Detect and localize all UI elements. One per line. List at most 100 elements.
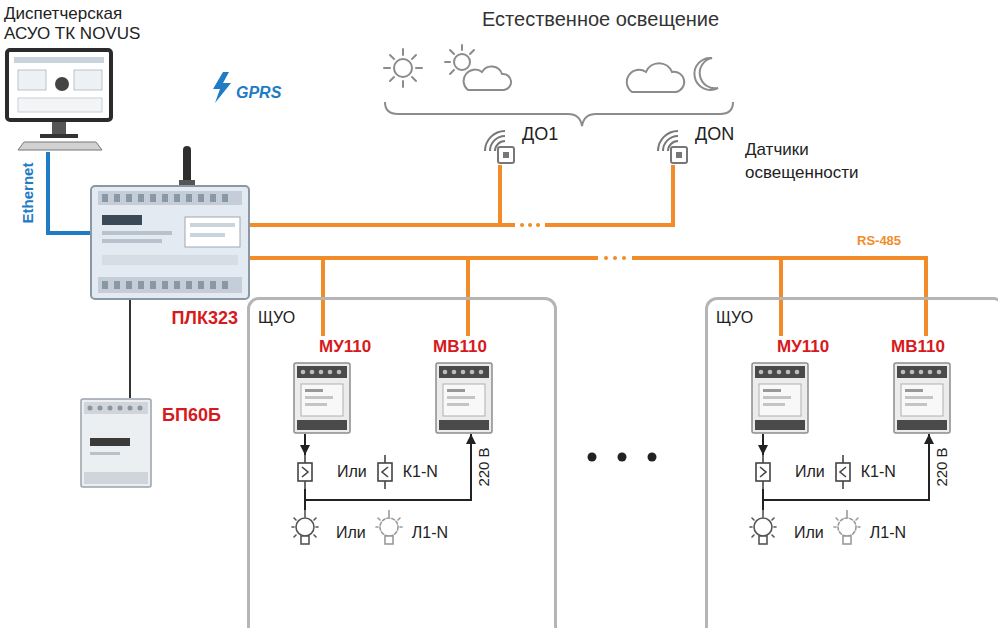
plc-device — [162, 194, 168, 202]
lamp-symbol — [754, 518, 772, 536]
io-module-device — [910, 370, 915, 375]
or-label: Или — [336, 523, 366, 543]
dispatch-workstation: Диспетчерская АСУО ТК NOVUS — [4, 4, 154, 152]
brace — [385, 102, 733, 126]
sun-icon — [394, 59, 412, 77]
io-module-device — [297, 420, 347, 430]
lamp-symbol — [400, 526, 402, 528]
lamp-symbol — [832, 510, 862, 556]
power-supply-device — [90, 452, 120, 455]
lamp-symbol — [314, 518, 316, 520]
io-module-device — [752, 363, 808, 433]
plc-device — [102, 239, 162, 243]
lamp-symbol — [296, 518, 314, 536]
lamp-symbol — [290, 510, 320, 556]
lamp-symbol — [376, 510, 402, 544]
or-label: Или — [794, 523, 824, 543]
relay-symbol — [842, 481, 844, 489]
io-module-device — [328, 370, 333, 375]
io-module-device — [755, 420, 805, 430]
io-module-device — [447, 403, 469, 406]
sun-cloud-icon — [454, 54, 470, 70]
relay-symbol — [762, 481, 764, 489]
or-label: Или — [337, 462, 367, 482]
relay-symbol — [762, 455, 764, 463]
sun-icon — [390, 55, 394, 59]
sun-icon — [402, 81, 404, 87]
lamp-symbol — [374, 510, 404, 556]
plc-device — [91, 186, 249, 299]
lamp-label: Л1-N — [870, 523, 906, 543]
plc-device — [90, 185, 250, 300]
input-module: МВ110 — [891, 336, 951, 434]
lamp-symbol — [292, 526, 294, 528]
io-module-device — [297, 366, 347, 378]
relay-symbol — [304, 481, 306, 489]
panel-label: ЩУО — [716, 308, 753, 328]
io-module-device — [905, 389, 923, 392]
sun-icon — [412, 55, 416, 59]
plc-device — [190, 223, 235, 227]
sensor-icon — [655, 127, 691, 165]
input-module: МВ110 — [433, 336, 493, 434]
plc-device — [222, 194, 228, 202]
lamp-symbol — [380, 518, 398, 536]
io-module-device — [937, 370, 942, 375]
edge-label: 220 В — [475, 447, 493, 486]
lamp-symbol — [774, 526, 776, 528]
sun-icon — [402, 49, 404, 55]
connector — [48, 152, 90, 233]
lamp-label: Л1-N — [412, 523, 448, 543]
io-module-device — [751, 362, 809, 434]
lamp-symbol — [388, 510, 390, 517]
output-module: МУ110 — [293, 336, 371, 434]
io-module-device — [901, 384, 943, 416]
sensor-icon — [482, 127, 518, 165]
bus-line — [250, 165, 673, 225]
plc-device — [102, 194, 108, 202]
plc-device — [186, 194, 192, 202]
io-module-device — [928, 370, 933, 375]
io-module-device — [452, 370, 457, 375]
relay-symbol — [842, 455, 844, 463]
sensor-icon — [676, 152, 682, 158]
plc-device — [138, 194, 144, 202]
plc-device — [102, 215, 142, 225]
power-supply-device — [90, 438, 130, 446]
sensor-caption: Датчики освещенности — [745, 138, 885, 184]
plc-device — [150, 194, 156, 202]
light-sensor: ДОN — [655, 127, 691, 165]
device-label: ПЛК323 — [171, 307, 238, 329]
io-module-device — [768, 370, 773, 375]
panel-label: ЩУО — [258, 308, 295, 328]
lamp-symbol — [378, 518, 380, 520]
relay-symbol — [302, 467, 308, 477]
lamp-symbol — [301, 536, 309, 544]
relay-symbol — [378, 463, 392, 481]
io-module-device — [301, 370, 342, 375]
plc-device — [102, 281, 108, 289]
plc-device — [102, 281, 228, 289]
io-module-device — [319, 370, 324, 375]
sun-icon — [384, 49, 422, 87]
moon-icon — [694, 58, 718, 90]
io-module-device — [777, 370, 782, 375]
io-module-device — [763, 403, 785, 406]
bus-line — [250, 165, 500, 225]
io-module-device — [897, 366, 947, 378]
plc-device — [186, 281, 192, 289]
power-supply-device — [80, 398, 152, 488]
connector — [763, 434, 929, 510]
io-module-device — [479, 370, 484, 375]
sun-icon — [390, 77, 394, 81]
power-supply-device — [108, 406, 113, 411]
io-module-device — [763, 396, 791, 399]
power-supply-device — [88, 406, 143, 411]
bus-gap-dots — [536, 223, 540, 227]
control-cabinet: ЩУОМУ110МВ110ИлиК1-NИлиЛ1-N — [247, 297, 557, 628]
or-label: Или — [795, 462, 825, 482]
link-label: GPRS — [236, 82, 281, 104]
module-label: МУ110 — [777, 336, 829, 358]
device-label: БП60Б — [162, 404, 221, 426]
